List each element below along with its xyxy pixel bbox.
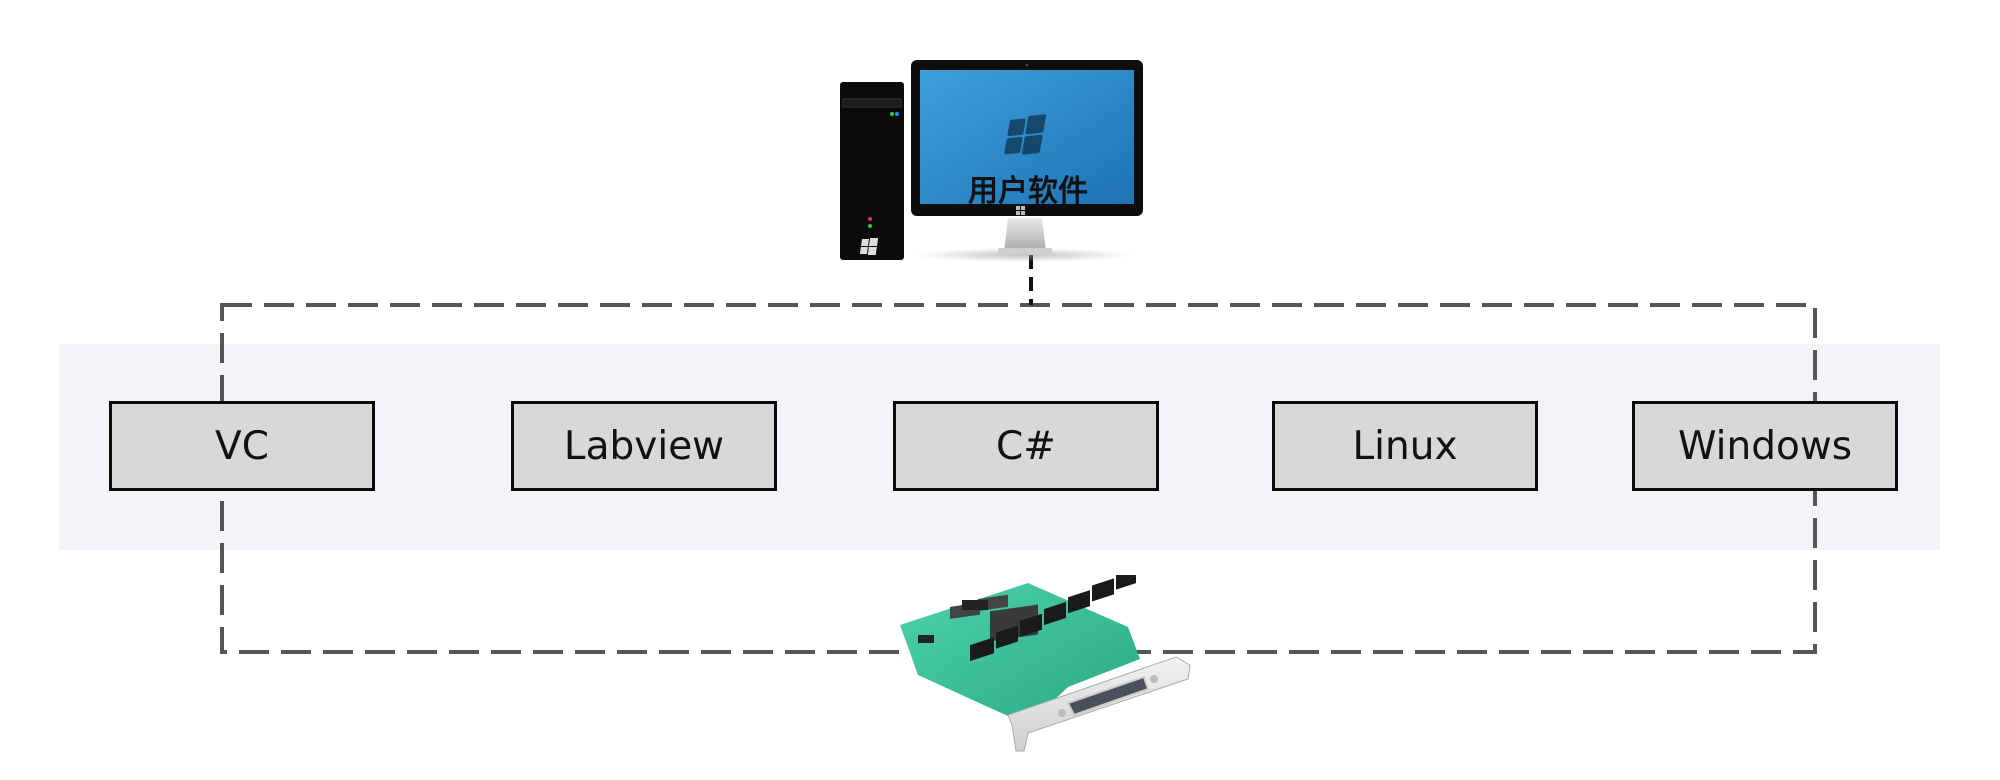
db25-connector bbox=[1066, 675, 1150, 717]
platform-box-csharp: C# bbox=[893, 401, 1159, 491]
desktop-computer-icon: 用户软件 bbox=[838, 58, 1144, 264]
platform-box-windows: Windows bbox=[1632, 401, 1898, 491]
circuit-board bbox=[900, 583, 1140, 725]
platform-label: VC bbox=[215, 423, 269, 469]
platform-box-linux: Linux bbox=[1272, 401, 1538, 491]
platform-box-vc: VC bbox=[109, 401, 375, 491]
platform-label: Labview bbox=[563, 423, 725, 469]
screen-label: 用户软件 bbox=[968, 174, 1088, 209]
platform-label: C# bbox=[996, 423, 1056, 469]
platform-label: Windows bbox=[1677, 423, 1853, 469]
tower bbox=[840, 82, 904, 260]
pci-io-card-icon bbox=[878, 567, 1202, 755]
windows-logo bbox=[1004, 114, 1047, 155]
platform-box-labview: Labview bbox=[511, 401, 777, 491]
platform-label: Linux bbox=[1352, 423, 1458, 469]
